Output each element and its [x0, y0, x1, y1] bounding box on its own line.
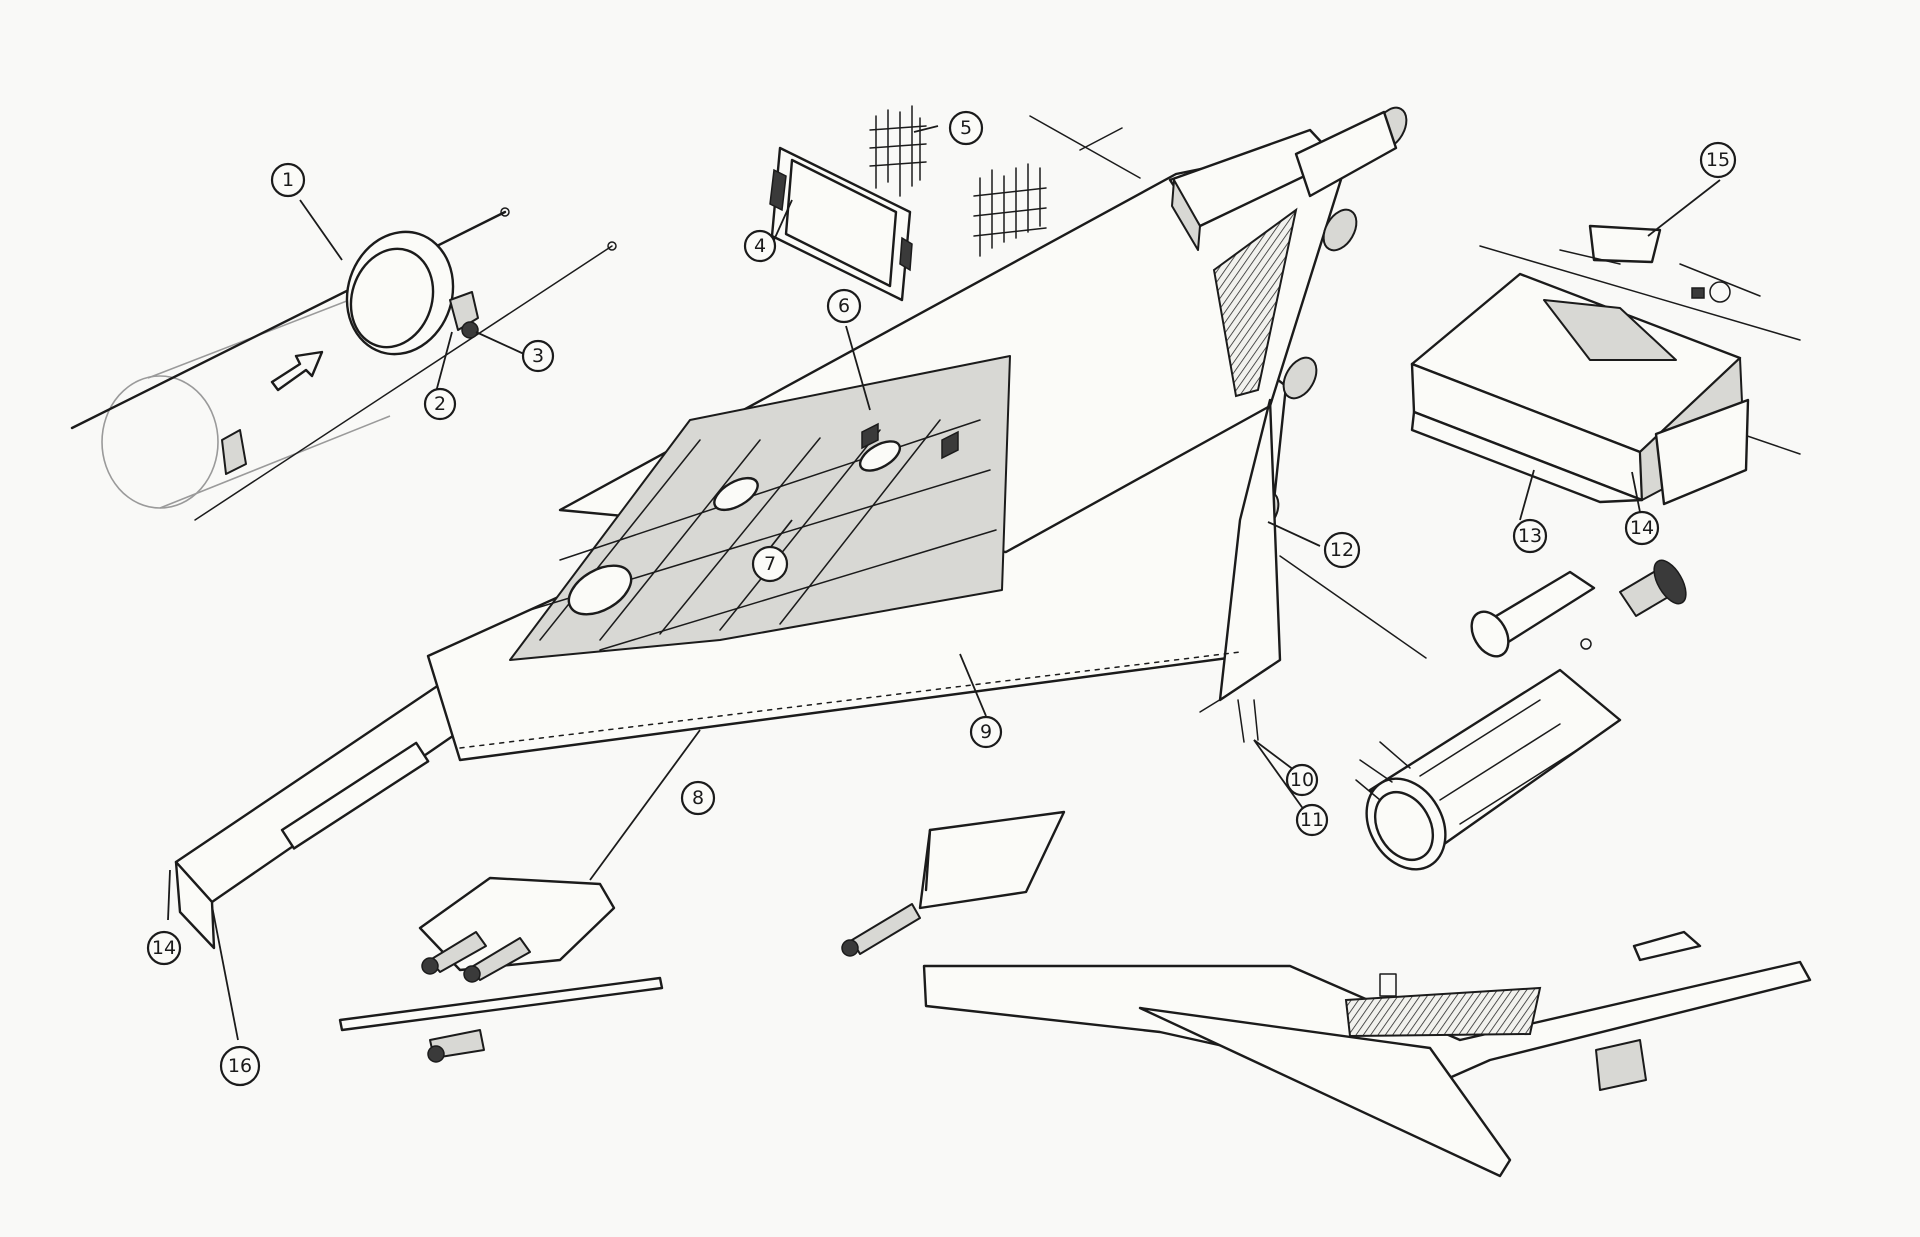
svg-text:4: 4 — [754, 235, 766, 257]
svg-text:8: 8 — [692, 787, 704, 809]
callout-9: 9 — [969, 715, 1003, 749]
svg-text:7: 7 — [764, 553, 776, 575]
callout-10: 10 — [1285, 763, 1319, 797]
callout-2: 2 — [423, 387, 457, 421]
rack-group-upper — [869, 105, 927, 197]
callout-11: 11 — [1295, 803, 1329, 837]
svg-text:14: 14 — [152, 937, 176, 959]
svg-text:12: 12 — [1330, 539, 1354, 561]
svg-text:11: 11 — [1300, 809, 1324, 831]
leader-lines — [167, 125, 1721, 1041]
thruster-exploded — [1355, 559, 1687, 871]
svg-text:2: 2 — [434, 393, 446, 415]
rack-group-lower — [973, 163, 1047, 257]
callout-12: 12 — [1323, 531, 1361, 569]
fin-with-guns — [338, 876, 664, 1063]
callout-7: 7 — [751, 545, 789, 583]
console-module — [1410, 224, 1801, 506]
ring-clamp-assembly — [70, 207, 617, 521]
side-profile-view — [922, 930, 1812, 1178]
callout-13: 13 — [1512, 518, 1548, 554]
callout-5: 5 — [948, 110, 984, 146]
callout-14-boom: 14 — [146, 930, 182, 966]
callout-6: 6 — [826, 288, 862, 324]
callout-15: 15 — [1699, 141, 1737, 179]
panel-with-barrel — [841, 810, 1066, 957]
callout-3: 3 — [521, 339, 555, 373]
callout-8: 8 — [680, 780, 716, 816]
svg-text:13: 13 — [1518, 525, 1542, 547]
svg-text:16: 16 — [228, 1055, 252, 1077]
svg-text:1: 1 — [282, 169, 294, 191]
svg-text:15: 15 — [1706, 149, 1730, 171]
callout-4: 4 — [743, 229, 777, 263]
main-vehicle-cutaway — [174, 106, 1427, 950]
bay-internal-structure — [529, 419, 997, 651]
svg-text:6: 6 — [838, 295, 850, 317]
callout-16: 16 — [219, 1045, 261, 1087]
svg-text:5: 5 — [960, 117, 972, 139]
callout-14-console: 14 — [1624, 510, 1660, 546]
svg-text:3: 3 — [532, 345, 544, 367]
svg-text:9: 9 — [980, 721, 992, 743]
callout-1: 1 — [270, 162, 306, 198]
svg-text:10: 10 — [1290, 769, 1314, 791]
svg-text:14: 14 — [1630, 517, 1654, 539]
